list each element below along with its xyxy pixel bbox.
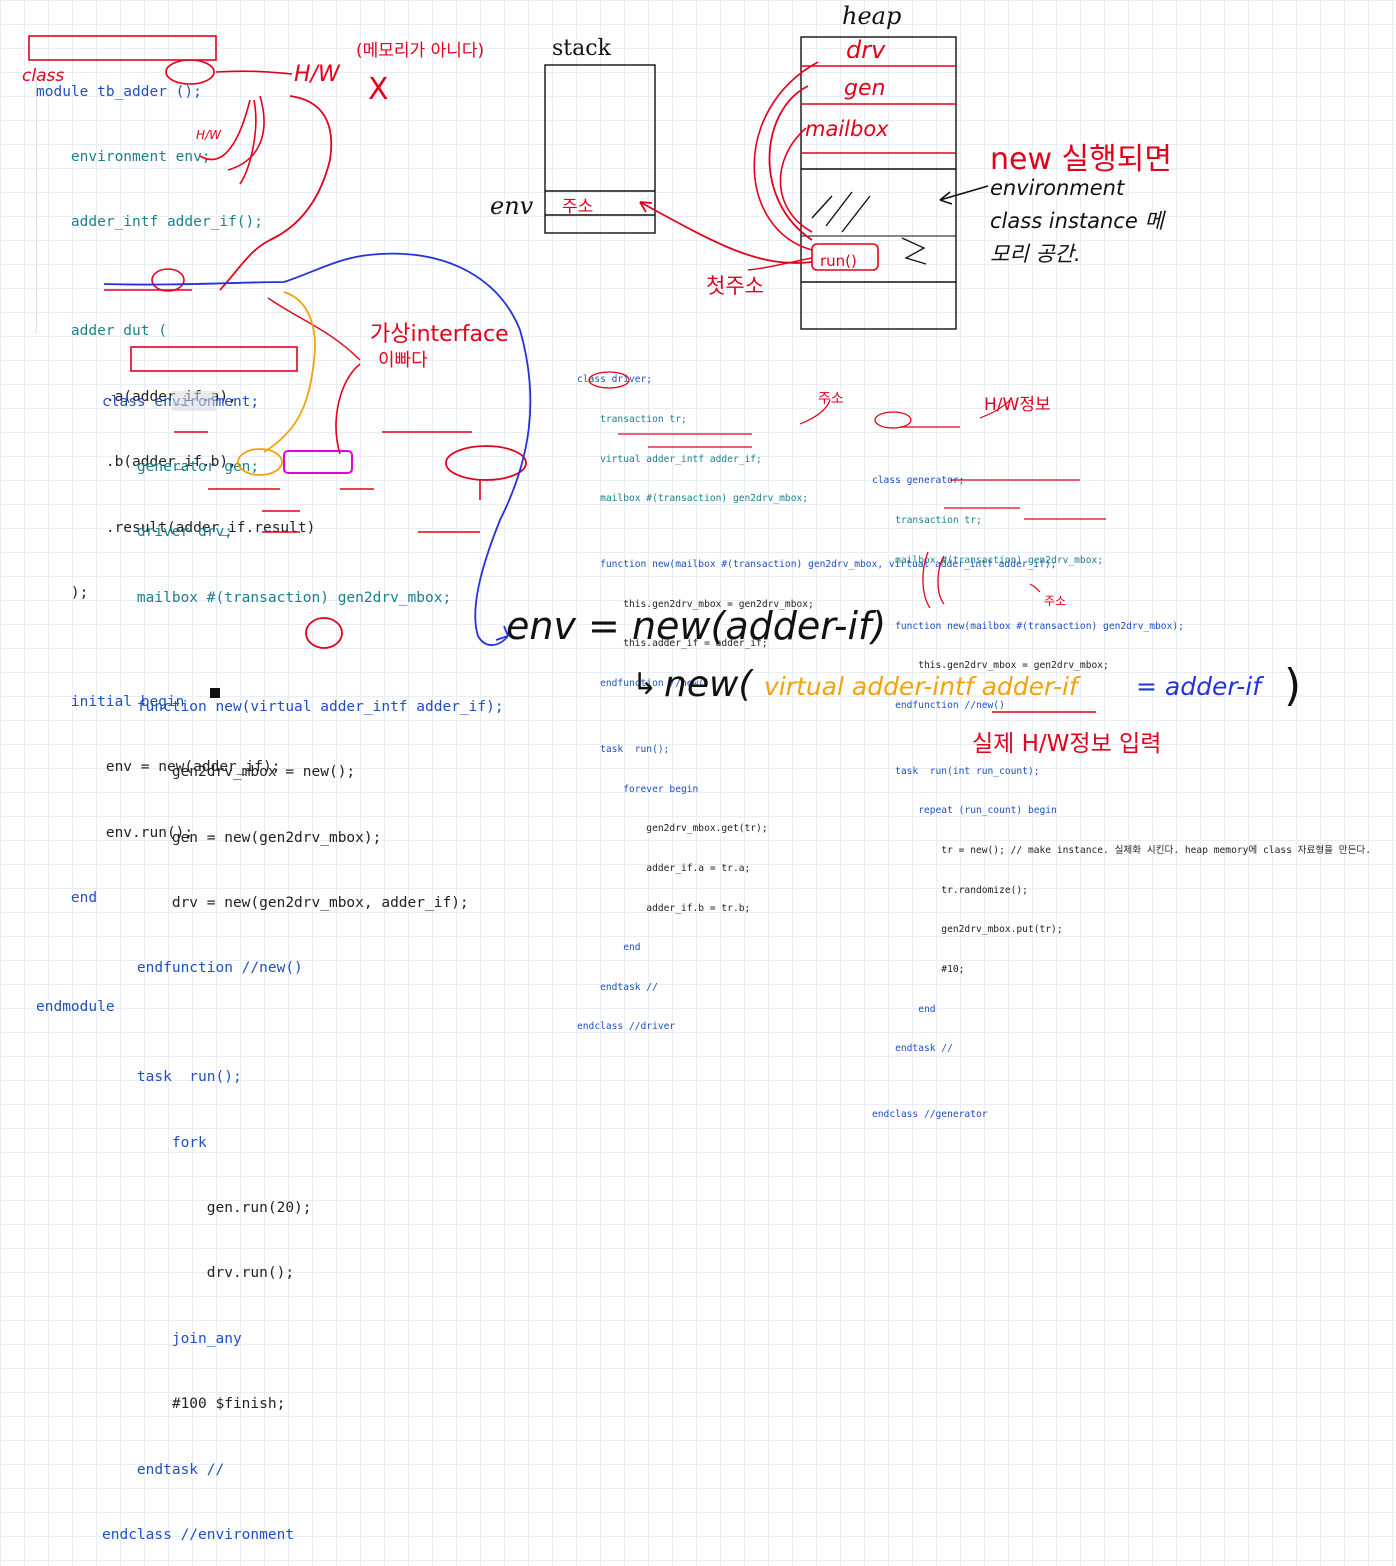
code-line: #10; bbox=[872, 963, 965, 975]
heap-label: heap bbox=[842, 2, 902, 30]
class-title-box bbox=[130, 346, 298, 372]
code-line: module tb_adder (); bbox=[36, 83, 202, 100]
code-line: fork bbox=[102, 1134, 207, 1151]
code-line: environment env; bbox=[36, 148, 211, 165]
code-line: driver drv; bbox=[102, 524, 233, 541]
code-line: endclass //generator bbox=[872, 1109, 988, 1121]
code-line: virtual adder_intf adder_if; bbox=[577, 453, 762, 465]
equation-close-paren: ) bbox=[1284, 660, 1302, 711]
not-memory-note: (메모리가 아니다) bbox=[356, 41, 485, 61]
means-note: 이빠다 bbox=[378, 350, 428, 371]
code-line: task run(); bbox=[577, 744, 670, 756]
code-line: join_any bbox=[102, 1330, 242, 1347]
code-line: adder dut ( bbox=[36, 323, 167, 340]
equation-arrow: ↳ bbox=[632, 667, 658, 702]
code-line: gen.run(20); bbox=[102, 1200, 312, 1217]
code-line: transaction tr; bbox=[577, 414, 687, 426]
code-line: class driver; bbox=[577, 374, 653, 386]
stack-box bbox=[544, 64, 656, 234]
code-line: tr.randomize(); bbox=[872, 884, 1028, 896]
code-line: class generator; bbox=[872, 475, 965, 487]
code-line: function new(mailbox #(transaction) gen2… bbox=[577, 559, 1057, 571]
code-line: drv = new(gen2drv_mbox, adder_if); bbox=[102, 894, 469, 911]
code-line: tr = new(); // make instance. 실체화 시킨다. h… bbox=[872, 845, 1372, 857]
code-line: adder_intf adder_if(); bbox=[36, 214, 263, 231]
code-line: this.gen2drv_mbox = gen2drv_mbox; bbox=[872, 660, 1109, 672]
x-mark: X bbox=[368, 72, 389, 107]
hw-small-note: H/W bbox=[196, 128, 221, 142]
code-line: gen2drv_mbox = new(); bbox=[102, 764, 356, 781]
code-line: endfunction //new() bbox=[102, 960, 303, 977]
stack-label: stack bbox=[552, 36, 611, 61]
code-line: drv.run(); bbox=[102, 1265, 295, 1282]
heap-cell-drv: drv bbox=[846, 36, 886, 64]
equation-virtual-part: virtual adder-intf adder-if bbox=[764, 672, 1078, 701]
equation-eq-part: = adder-if bbox=[1136, 672, 1262, 701]
new-run-note: new 실행되면 bbox=[990, 142, 1172, 177]
code-line: ); bbox=[36, 584, 89, 601]
code-line: gen2drv_mbox.put(tr); bbox=[872, 924, 1063, 936]
code-line: function new(virtual adder_intf adder_if… bbox=[102, 698, 504, 715]
code-line: repeat (run_count) begin bbox=[872, 805, 1057, 817]
code-line: end bbox=[872, 1003, 936, 1015]
code-line: task run(int run_count); bbox=[872, 765, 1040, 777]
hw-note: H/W bbox=[294, 62, 340, 87]
heap-cell-gen: gen bbox=[844, 76, 886, 101]
env-stack-label: env bbox=[490, 192, 534, 220]
code-line: this.adder_if = adder_if; bbox=[577, 638, 768, 650]
hw-input-note: 실제 H/W정보 입력 bbox=[972, 731, 1162, 757]
code-line: .b(adder_if.b), bbox=[36, 454, 237, 471]
address-small-note: 주소 bbox=[818, 391, 844, 407]
driver-highlight bbox=[172, 391, 216, 411]
heap-box bbox=[800, 36, 957, 330]
code-line: mailbox #(transaction) gen2drv_mbox; bbox=[102, 589, 452, 606]
code-line: initial begin bbox=[36, 693, 185, 710]
class-note: class bbox=[22, 66, 65, 86]
hw-info-note: H/W정보 bbox=[984, 395, 1051, 415]
code-line: endclass //environment bbox=[102, 1527, 295, 1544]
code-line: endtask // bbox=[872, 1043, 953, 1055]
code-line: function new(mailbox #(transaction) gen2… bbox=[872, 620, 1184, 632]
equation-env-new: env = new(adder-if) bbox=[506, 604, 887, 648]
code-line: transaction tr; bbox=[872, 515, 982, 527]
code-line: this.gen2drv_mbox = gen2drv_mbox; bbox=[577, 598, 814, 610]
heap-cell-run: run() bbox=[820, 252, 857, 270]
code-line: endfunction //new() bbox=[577, 678, 710, 690]
heap-cell-mailbox: mailbox bbox=[805, 117, 889, 141]
code-line: gen = new(gen2drv_mbox); bbox=[102, 829, 382, 846]
code-line: env = new(adder_if); bbox=[36, 759, 281, 776]
code-line: endfunction //new() bbox=[872, 699, 1005, 711]
env-instance-note-text: environment class instance 메모리 공간. bbox=[990, 176, 1164, 266]
address-generator-note: 주소 bbox=[1044, 594, 1067, 608]
code-line: task run(); bbox=[102, 1069, 242, 1086]
code-line: mailbox #(transaction) gen2drv_mbox; bbox=[577, 493, 809, 505]
module-title-box bbox=[28, 35, 217, 61]
code-line: mailbox #(transaction) gen2drv_mbox; bbox=[872, 554, 1104, 566]
virtual-interface-note: 가상interface bbox=[370, 322, 509, 347]
code-line: #100 $finish; bbox=[102, 1396, 286, 1413]
code-line: endtask // bbox=[102, 1461, 225, 1478]
indent-guide bbox=[36, 70, 37, 332]
env-instance-note: environment class instance 메모리 공간. bbox=[990, 172, 1170, 271]
code-line: generator gen; bbox=[102, 458, 260, 475]
equation-new-prefix: new( bbox=[664, 664, 753, 705]
env-slot-address: 주소 bbox=[562, 197, 594, 217]
annotation-drawing-layer bbox=[28, 35, 1106, 713]
first-address-note: 첫주소 bbox=[706, 274, 764, 298]
